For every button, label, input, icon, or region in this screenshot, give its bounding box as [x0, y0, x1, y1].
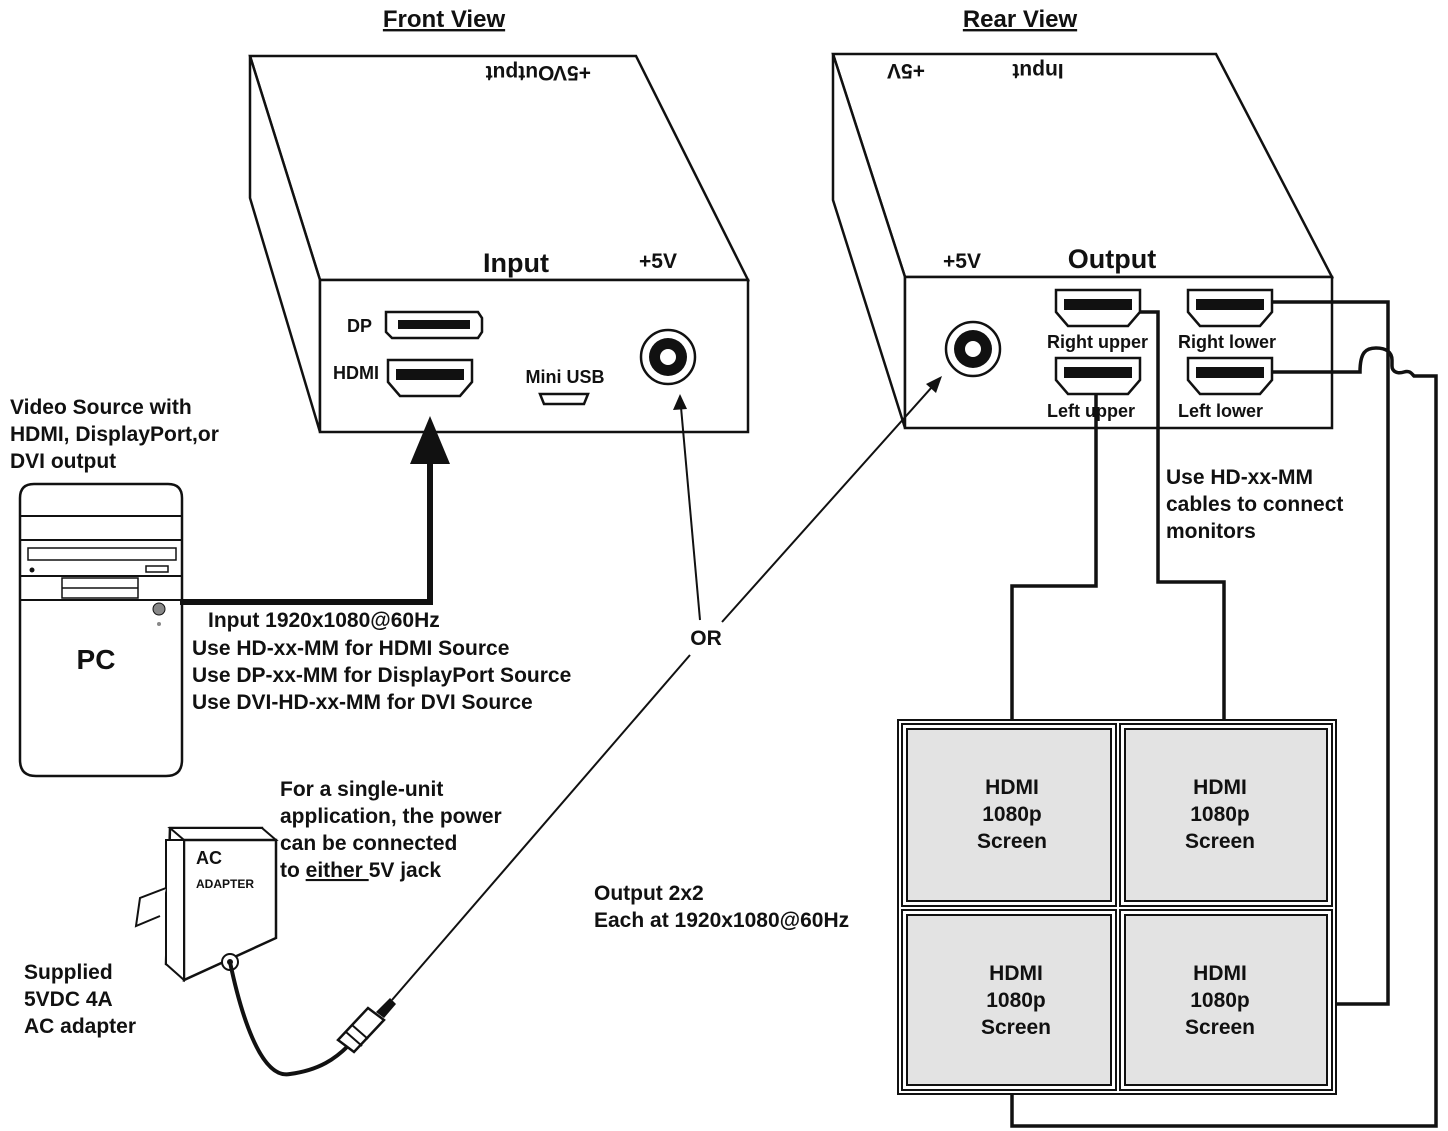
- cable-note-line2: cables to connect: [1166, 493, 1343, 516]
- mini-usb-label: Mini USB: [526, 367, 605, 387]
- input-note-line1: Input 1920x1080@60Hz: [208, 609, 440, 632]
- screen-label: 1080p: [986, 989, 1046, 1012]
- output-note-line2: Each at 1920x1080@60Hz: [594, 909, 849, 932]
- input-note-line3: Use DP-xx-MM for DisplayPort Source: [192, 664, 571, 687]
- source-heading-line3: DVI output: [10, 450, 116, 473]
- screen-label: HDMI: [1193, 776, 1247, 799]
- hdmi-out-right-upper: [1054, 288, 1142, 328]
- adapter-prongs: [134, 887, 167, 928]
- front-5v-jack-center: [658, 347, 678, 367]
- screen-bottom-right: [1124, 914, 1328, 1086]
- hdmi-input-port-pins: [396, 369, 464, 380]
- cable-note-line1: Use HD-xx-MM: [1166, 466, 1313, 489]
- screen-label: HDMI: [989, 962, 1043, 985]
- screen-label: Screen: [981, 1016, 1051, 1039]
- cable-left-lower: [1010, 346, 1438, 1128]
- source-heading-line1: Video Source with: [10, 396, 192, 419]
- front-top-5v-label: +5V: [553, 61, 591, 84]
- rear-top-input-label: Input: [1012, 59, 1063, 82]
- front-input-label: Input: [483, 248, 549, 278]
- screen-bottom-left: [906, 914, 1112, 1086]
- right-upper-label: Right upper: [1047, 332, 1148, 352]
- rear-top-5v-label: +5V: [887, 59, 925, 82]
- rear-view-title: Rear View: [963, 6, 1078, 33]
- hdmi-port-label: HDMI: [333, 363, 379, 383]
- power-line-front: [679, 395, 701, 621]
- left-lower-label: Left lower: [1178, 401, 1263, 421]
- power-arrow-rear: [926, 376, 942, 393]
- screen-label: 1080p: [982, 803, 1042, 826]
- dp-port-label: DP: [347, 316, 372, 336]
- power-note-line2: application, the power: [280, 805, 502, 828]
- source-heading-line2: HDMI, DisplayPort,or: [10, 423, 219, 446]
- adapter-caption-line1: Supplied: [24, 961, 113, 984]
- adapter-caption-line3: AC adapter: [24, 1015, 136, 1038]
- power-note-line3: can be connected: [280, 832, 457, 855]
- video-wall: HDMI 1080p Screen HDMI 1080p Screen HDMI…: [897, 719, 1337, 1095]
- screen-label: HDMI: [1193, 962, 1247, 985]
- left-upper-label: Left upper: [1047, 401, 1135, 421]
- adapter-caption-line2: 5VDC 4A: [24, 988, 113, 1011]
- ac-adapter: AC ADAPTER: [134, 826, 279, 983]
- adapter-ac-label: AC: [196, 848, 222, 868]
- screen-label: 1080p: [1190, 803, 1250, 826]
- pc-case: [18, 482, 184, 778]
- front-view-title: Front View: [383, 6, 506, 33]
- hdmi-source-arrow: [410, 416, 450, 464]
- screen-label: Screen: [1185, 830, 1255, 853]
- screen-top-right: [1124, 728, 1328, 902]
- power-note-emphasis: either: [306, 859, 369, 882]
- rear-5v-label: +5V: [943, 250, 981, 273]
- power-arrow-front: [673, 394, 687, 410]
- hdmi-out-right-lower: [1186, 288, 1274, 328]
- cable-left-upper: [1010, 394, 1098, 726]
- front-5v-label: +5V: [639, 250, 677, 273]
- pc-power-button: [152, 602, 166, 616]
- power-note-line4: to either 5V jack: [280, 859, 441, 882]
- dp-port-pins: [398, 320, 470, 329]
- power-note-line1: For a single-unit: [280, 778, 443, 801]
- screen-top-left: [906, 728, 1112, 902]
- cable-right-lower: [1272, 300, 1390, 1006]
- dc-barrel-plug: [336, 998, 396, 1054]
- screen-label: HDMI: [985, 776, 1039, 799]
- mini-usb-port: [538, 392, 590, 406]
- cable-right-upper: [1140, 310, 1226, 726]
- adapter-cord: [228, 961, 350, 1077]
- or-label: OR: [690, 627, 722, 650]
- input-note-line2: Use HD-xx-MM for HDMI Source: [192, 637, 509, 660]
- power-line-plug: [391, 654, 691, 1001]
- screen-label: 1080p: [1190, 989, 1250, 1012]
- cable-note-line3: monitors: [1166, 520, 1256, 543]
- pc-label: PC: [77, 644, 116, 675]
- output-note-line1: Output 2x2: [594, 882, 704, 905]
- hdmi-out-left-upper: [1054, 356, 1142, 396]
- power-line-rear: [721, 377, 941, 623]
- rear-5v-jack-center: [963, 339, 983, 359]
- screen-label: Screen: [1185, 1016, 1255, 1039]
- front-unit-top: [248, 54, 751, 282]
- front-top-output-label: Output: [486, 61, 555, 84]
- hdmi-out-left-lower: [1186, 356, 1274, 396]
- screen-label: Screen: [977, 830, 1047, 853]
- rear-output-label: Output: [1068, 244, 1156, 274]
- pc-optical-drive: [27, 547, 177, 561]
- pc-tower: Video Source with HDMI, DisplayPort,or D…: [10, 396, 219, 778]
- right-lower-label: Right lower: [1178, 332, 1276, 352]
- front-unit: Output +5V Input +5V DP HDMI Mini USB: [248, 54, 751, 434]
- rear-unit: +5V Input +5V Output Right upper Right l…: [831, 52, 1335, 430]
- adapter-adapter-label: ADAPTER: [196, 877, 254, 891]
- hdmi-source-cable: [180, 460, 433, 605]
- input-note-line4: Use DVI-HD-xx-MM for DVI Source: [192, 691, 533, 714]
